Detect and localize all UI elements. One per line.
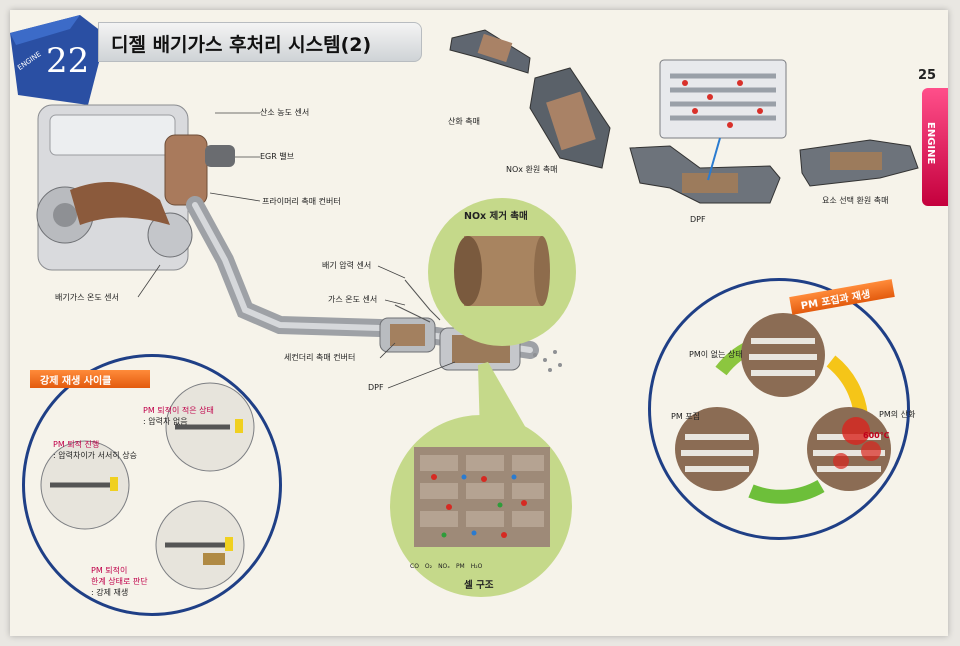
nox-cylinder — [454, 236, 550, 306]
regen-cycle-panel: PM 퇴적이 적은 상태 : 압력차 없음 PM 퇴적 진행 : 압력차이가 서… — [22, 354, 282, 616]
legend-pm: PM — [455, 563, 465, 570]
pm-label-no-pm: PM이 없는 상태 — [689, 350, 743, 359]
label-oxidation-catalyst: 산화 촉매 — [448, 117, 480, 126]
label-urea-scr: 요소 선택 환원 촉매 — [822, 196, 889, 205]
cell-structure-illustration — [414, 447, 550, 547]
page-title: 디젤 배기가스 후처리 시스템(2) — [111, 34, 372, 56]
engine-block — [36, 104, 193, 271]
regen-cycle-diagram — [40, 382, 255, 590]
label-primary-converter: 프라이머리 촉매 컨버터 — [262, 197, 341, 206]
badge-shape — [10, 15, 106, 105]
regen-state3-title: PM 퇴적이 — [91, 566, 128, 575]
legend-co: CO — [410, 563, 419, 570]
title-bar: 디젤 배기가스 후처리 시스템(2) — [98, 22, 422, 62]
regen-cycle-title: 강제 재생 사이클 — [30, 370, 150, 388]
regen-state3-line2: 한계 상태로 판단 — [91, 577, 148, 586]
dpf-catalyst — [629, 145, 781, 204]
page: 22 ENGINE 디젤 배기가스 후처리 시스템(2) 25 ENGINE — [10, 10, 948, 636]
exhaust-system-illustration — [36, 104, 562, 435]
regen-state2-desc: : 압력차이가 서서히 상승 — [53, 451, 137, 460]
page-number: 25 — [918, 68, 937, 83]
cell-panel-caption: 셀 구조 — [464, 580, 494, 591]
dpf-zoom-particles — [682, 80, 763, 128]
urea-scr-catalyst — [799, 139, 919, 187]
pm-cycle-panel: PM이 없는 상태 PM 포집 PM의 산화 600℃ — [648, 278, 915, 540]
regen-state1-title: PM 퇴적이 적은 상태 — [143, 406, 214, 415]
label-secondary-converter: 세컨더리 촉매 컨버터 — [284, 353, 356, 362]
cell-legend: CO O₂ NOₓ PM H₂O — [410, 563, 482, 570]
side-tab: ENGINE — [922, 88, 948, 206]
pm-label-capture: PM 포집 — [671, 412, 700, 421]
pm-label-temp: 600℃ — [863, 431, 890, 440]
exhaust-dots — [533, 350, 562, 372]
nox-catalyst — [529, 67, 611, 169]
label-oxygen-sensor: 산소 농도 센서 — [260, 108, 310, 117]
label-nox-catalyst: NOx 환원 촉매 — [506, 165, 558, 174]
regen-state2-title: PM 퇴적 진행 — [53, 440, 100, 449]
oxidation-catalyst — [449, 29, 531, 74]
pm-cycle-diagram — [675, 313, 891, 504]
leader-lines — [137, 112, 456, 389]
dpf-zoom-channels — [670, 73, 776, 121]
nox-panel-title: NOx 제거 촉매 — [464, 211, 528, 222]
label-dpf-catalyst: DPF — [690, 215, 706, 224]
legend-nox: NOₓ — [438, 563, 450, 570]
primary-converter — [164, 134, 235, 206]
regen-state1-desc: : 압력차 없음 — [143, 417, 188, 426]
label-exhaust-pressure-sensor: 배기 압력 센서 — [322, 261, 372, 270]
nox-panel: NOx 제거 촉매 — [428, 198, 576, 346]
dpf-zoom-box — [659, 59, 787, 139]
label-gas-temp-sensor: 가스 온도 센서 — [328, 295, 378, 304]
label-exhaust-temp-sensor: 배기가스 온도 센서 — [55, 293, 119, 302]
chapter-number: 22 — [46, 41, 90, 81]
legend-h2o: H₂O — [470, 563, 483, 570]
regen-state3-desc: : 강제 재생 — [91, 588, 129, 597]
catalyst-parts-illustration — [449, 29, 919, 204]
pm-label-oxidation: PM의 산화 — [879, 410, 916, 419]
cell-panel: CO O₂ NOₓ PM H₂O 셀 구조 — [390, 415, 572, 597]
side-tab-label: ENGINE — [925, 122, 936, 165]
label-egr-valve: EGR 밸브 — [260, 152, 295, 161]
legend-o2: O₂ — [424, 563, 433, 570]
chapter-badge: 22 ENGINE — [10, 15, 106, 105]
label-dpf: DPF — [368, 383, 384, 392]
